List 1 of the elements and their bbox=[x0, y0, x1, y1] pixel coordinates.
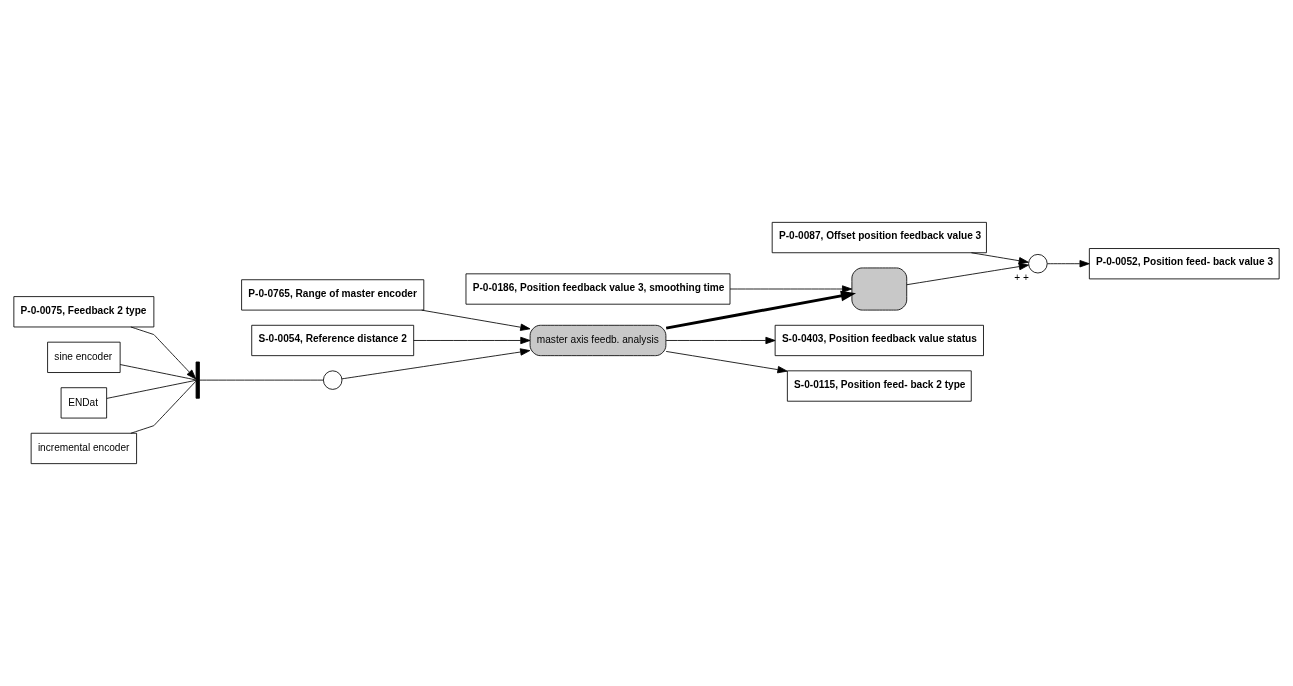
node-label: + + bbox=[1014, 272, 1029, 284]
